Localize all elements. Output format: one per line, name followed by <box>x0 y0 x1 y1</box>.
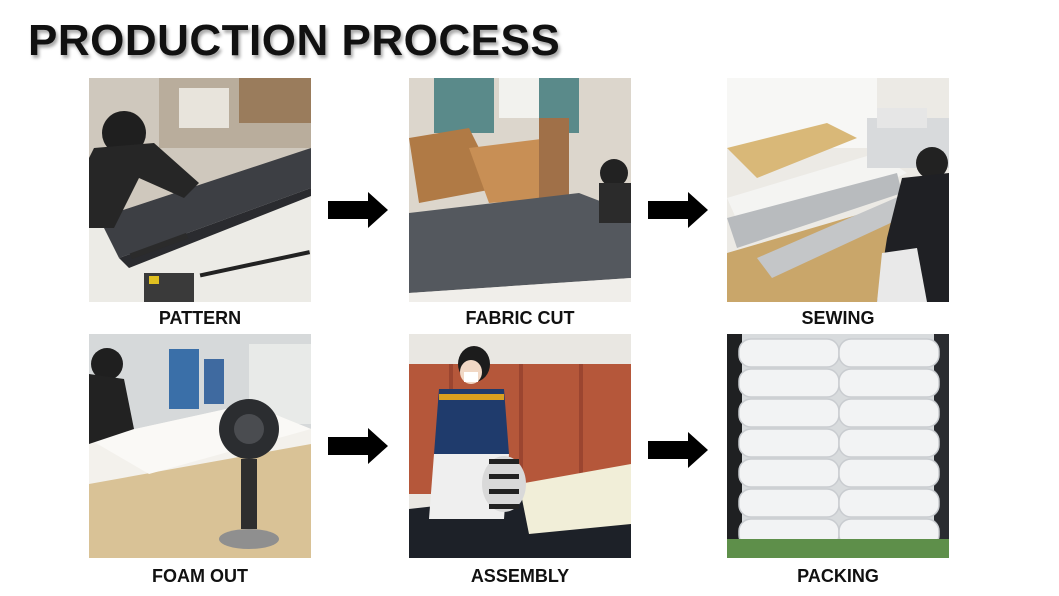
step-foam-out: FOAM OUT <box>89 334 311 586</box>
arrow-right-icon <box>328 192 388 228</box>
sewing-photo <box>727 78 949 302</box>
packing-photo <box>727 334 949 558</box>
step-assembly: ASSEMBLY <box>409 334 631 586</box>
step-packing: PACKING <box>727 334 949 586</box>
fabric-cut-photo <box>409 78 631 302</box>
step-label: PACKING <box>797 566 879 586</box>
step-sewing: SEWING <box>727 78 949 328</box>
step-pattern: PATTERN <box>89 78 311 328</box>
arrow-right-icon <box>328 428 388 464</box>
step-label: SEWING <box>801 308 875 328</box>
page-title: PRODUCTION PROCESS <box>28 16 561 65</box>
step-label: ASSEMBLY <box>470 566 570 586</box>
pattern-photo <box>89 78 311 302</box>
step-label: FABRIC CUT <box>465 308 575 328</box>
step-fabric-cut: FABRIC CUT <box>409 78 631 328</box>
assembly-photo <box>409 334 631 558</box>
arrow-right-icon <box>648 432 708 468</box>
foam-out-photo <box>89 334 311 558</box>
step-label: PATTERN <box>158 308 242 328</box>
arrow-right-icon <box>648 192 708 228</box>
step-label: FOAM OUT <box>152 566 248 586</box>
